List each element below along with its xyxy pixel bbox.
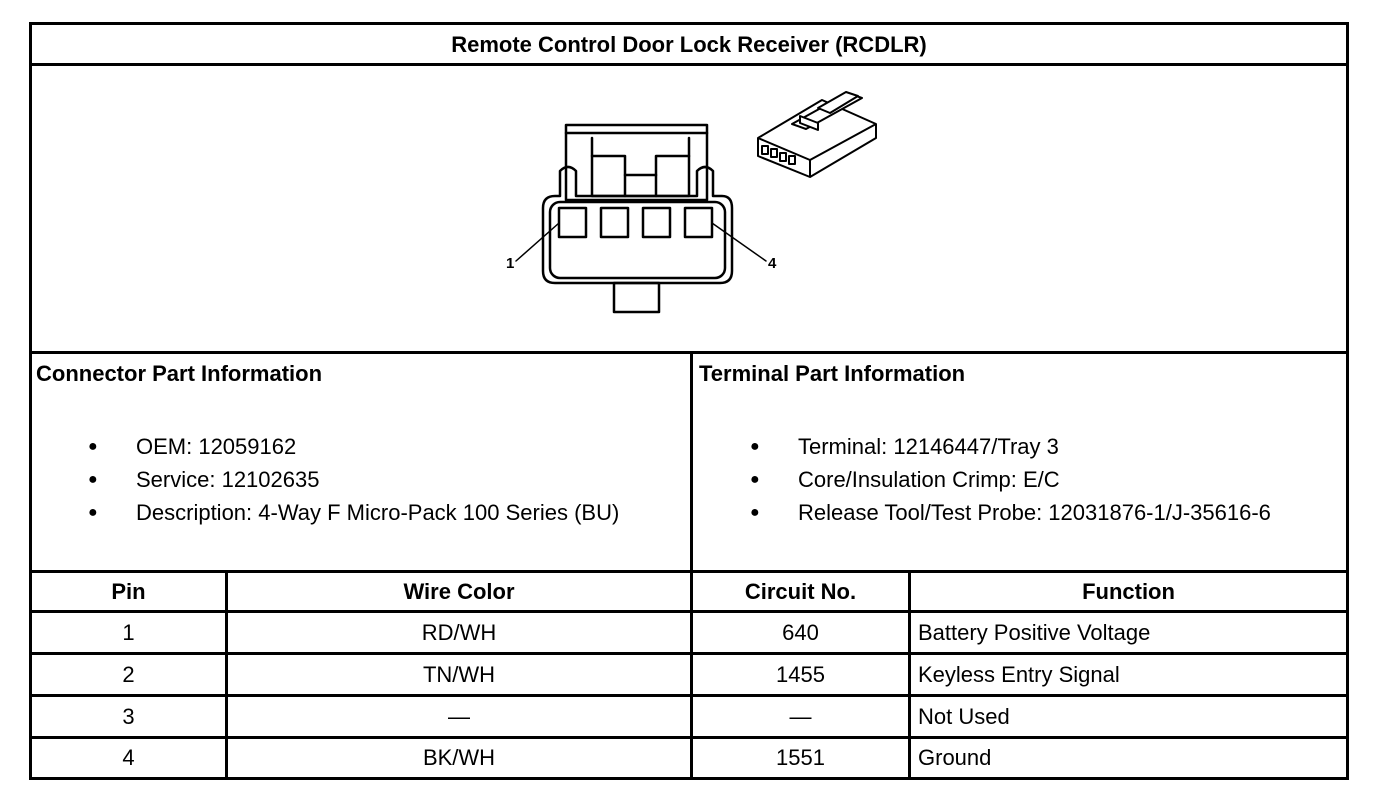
column-header-circuit-no: Circuit No. xyxy=(744,578,857,604)
pin-4-label: 4 xyxy=(768,255,777,272)
table-cell-circuit-no: 1455 xyxy=(776,661,825,687)
connector-isometric-view xyxy=(757,91,877,178)
connector-info-oem: OEM: 12059162 xyxy=(88,430,619,463)
table-cell-wire-color: RD/WH xyxy=(421,619,497,645)
terminal-info-heading: Terminal Part Information xyxy=(699,361,966,386)
document-frame xyxy=(29,22,1349,780)
cavity-3 xyxy=(641,206,672,239)
rule-below-row-3 xyxy=(29,736,1349,739)
lock-tab-left xyxy=(590,154,627,198)
pin-1-label: 1 xyxy=(506,255,515,272)
divider-function-column xyxy=(908,570,911,780)
table-cell-pin: 2 xyxy=(122,661,135,687)
connector-info-list: OEM: 12059162 Service: 12102635 Descript… xyxy=(88,430,619,529)
connector-body xyxy=(541,165,734,285)
connector-info-heading: Connector Part Information xyxy=(36,361,323,386)
table-cell-wire-color: — xyxy=(448,703,470,729)
rule-below-row-1 xyxy=(29,652,1349,655)
rule-above-table xyxy=(29,570,1349,573)
divider-pin-column xyxy=(225,570,228,780)
terminal-info-release-tool: Release Tool/Test Probe: 12031876-1/J-35… xyxy=(750,496,1271,529)
cavity-2 xyxy=(599,206,630,239)
table-cell-pin: 4 xyxy=(122,745,135,770)
rule-below-row-2 xyxy=(29,694,1349,697)
page-title: Remote Control Door Lock Receiver (RCDLR… xyxy=(451,32,927,57)
divider-info-sections xyxy=(690,351,693,780)
table-cell-circuit-no: 640 xyxy=(782,619,819,645)
table-cell-function: Not Used xyxy=(918,703,1010,729)
cavity-4 xyxy=(683,206,714,239)
table-cell-wire-color: BK/WH xyxy=(422,745,496,770)
terminal-info-crimp: Core/Insulation Crimp: E/C xyxy=(750,463,1271,496)
table-cell-function: Ground xyxy=(918,745,992,770)
table-cell-pin: 3 xyxy=(122,703,135,729)
connector-top-housing xyxy=(564,123,709,202)
table-cell-wire-color: TN/WH xyxy=(422,661,496,687)
connector-drawing xyxy=(515,91,877,314)
rule-below-diagram xyxy=(29,351,1349,354)
terminal-info-list: Terminal: 12146447/Tray 3 Core/Insulatio… xyxy=(750,430,1271,529)
table-cell-pin: 1 xyxy=(122,619,135,645)
rule-below-table-header xyxy=(29,610,1349,613)
column-header-function: Function xyxy=(1082,578,1175,604)
rule-below-title xyxy=(29,63,1349,66)
lock-tab-right xyxy=(654,154,691,198)
connector-key xyxy=(612,281,661,314)
connector-info-description: Description: 4-Way F Micro-Pack 100 Seri… xyxy=(88,496,619,529)
column-header-pin: Pin xyxy=(111,578,146,604)
terminal-info-terminal: Terminal: 12146447/Tray 3 xyxy=(750,430,1271,463)
table-cell-function: Keyless Entry Signal xyxy=(918,661,1120,687)
table-cell-function: Battery Positive Voltage xyxy=(918,619,1151,645)
cavity-1 xyxy=(557,206,588,239)
connector-diagram: 1 4 xyxy=(500,78,900,328)
table-cell-circuit-no: 1551 xyxy=(776,745,825,770)
table-cell-circuit-no: — xyxy=(789,703,812,729)
connector-info-service: Service: 12102635 xyxy=(88,463,619,496)
column-header-wire-color: Wire Color xyxy=(403,578,515,604)
